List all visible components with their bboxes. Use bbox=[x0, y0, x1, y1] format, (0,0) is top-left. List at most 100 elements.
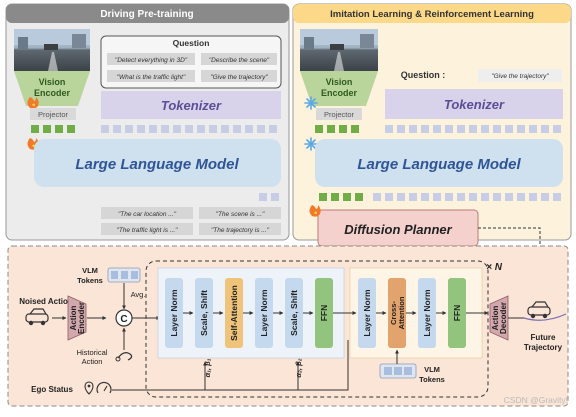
concat-label: C bbox=[120, 314, 127, 325]
right-projector bbox=[316, 108, 362, 120]
layer-norm-1 bbox=[165, 278, 183, 348]
left-panel-title: Driving Pre-training bbox=[100, 9, 193, 20]
action-encoder-label-2: Encoder bbox=[77, 302, 86, 334]
right-llm-label: Large Language Model bbox=[357, 156, 521, 173]
vlm-tokens-inner-label-2: Tokens bbox=[419, 375, 445, 384]
right-vision-encoder-label-2: Encoder bbox=[321, 88, 358, 98]
transformer-block bbox=[145, 260, 489, 398]
action-decoder bbox=[489, 295, 509, 341]
action-decoder-label: Action bbox=[491, 305, 500, 330]
layer-norm-3 bbox=[358, 278, 376, 348]
right-panel-title: Imitation Learning & Reinforcement Learn… bbox=[330, 9, 534, 20]
question-text: "Give the trajectory" bbox=[210, 74, 268, 81]
right-visual-tokens bbox=[315, 125, 359, 133]
left-question-title: Question bbox=[173, 38, 210, 48]
right-camera-image bbox=[300, 29, 378, 71]
left-llm bbox=[34, 139, 281, 187]
left-projector bbox=[30, 108, 76, 120]
fire-icon bbox=[27, 97, 39, 109]
right-question-text: "Give the trajectory" bbox=[491, 73, 549, 80]
layer-norm-label: Layer Norm bbox=[422, 289, 432, 337]
avg-label: Avg. bbox=[131, 290, 146, 299]
right-projector-label: Projector bbox=[324, 110, 355, 119]
right-tokenizer-label: Tokenizer bbox=[444, 97, 505, 112]
question-text: "Detect everything in 3D" bbox=[115, 57, 188, 64]
watermark: CSDN @Gravity! bbox=[504, 395, 568, 405]
right-panel: Imitation Learning & Reinforcement Learn… bbox=[292, 3, 572, 241]
ffn-label: FFN bbox=[452, 305, 462, 322]
layer-norm-4 bbox=[418, 278, 436, 348]
answer-text: "The trajectory is ..." bbox=[211, 227, 270, 234]
left-output-tokens bbox=[259, 193, 279, 201]
right-vision-encoder-label: Vision bbox=[326, 77, 353, 87]
repeat-label: × N bbox=[486, 262, 503, 273]
vlm-token-group bbox=[107, 267, 141, 283]
ffn-1 bbox=[315, 278, 333, 348]
vlm-token-group-inner bbox=[379, 363, 417, 379]
speedometer-icon bbox=[96, 381, 112, 394]
left-projector-label: Projector bbox=[38, 110, 69, 119]
vlm-tokens-inner-label: VLM bbox=[424, 365, 440, 374]
diffusion-planner: Diffusion Planner bbox=[317, 209, 479, 247]
right-llm bbox=[315, 139, 563, 187]
historical-action-label: Historical bbox=[77, 348, 108, 357]
fire-icon bbox=[309, 205, 321, 217]
ego-status-connector bbox=[112, 340, 349, 391]
snowflake-icon bbox=[304, 137, 318, 151]
right-vision-encoder bbox=[300, 71, 378, 106]
left-vision-encoder-label: Vision bbox=[39, 77, 66, 87]
left-tokenizer bbox=[101, 91, 281, 119]
right-question-label: Question : bbox=[401, 70, 446, 80]
car-icon bbox=[527, 301, 551, 319]
noised-action-label: Noised Action bbox=[19, 297, 73, 306]
ffn-label: FFN bbox=[319, 305, 329, 322]
left-text-tokens bbox=[101, 125, 277, 133]
scale-shift-1 bbox=[195, 278, 213, 348]
layer-norm-label: Layer Norm bbox=[259, 289, 269, 337]
scale-shift-label: Scale, Shift bbox=[199, 290, 209, 336]
question-text: "Describe the scene" bbox=[209, 57, 270, 64]
layer-norm-label: Layer Norm bbox=[362, 289, 372, 337]
cross-attention bbox=[388, 278, 406, 348]
answer-text: "The car location ..." bbox=[118, 211, 177, 218]
layer-norm-2 bbox=[255, 278, 273, 348]
right-output-tokens bbox=[319, 193, 561, 201]
scale-shift-2 bbox=[285, 278, 303, 348]
question-text: "What is the traffic light" bbox=[117, 74, 186, 81]
left-tokenizer-label: Tokenizer bbox=[161, 98, 222, 113]
vlm-tokens-label: VLM bbox=[82, 266, 98, 275]
bottom-panel: Noised Action Action Encoder VLM Tokens … bbox=[7, 245, 569, 407]
right-tokenizer bbox=[385, 89, 563, 119]
diffusion-planner-label: Diffusion Planner bbox=[344, 222, 452, 237]
ego-status-label: Ego Status bbox=[31, 385, 73, 394]
scale-shift-label: Scale, Shift bbox=[289, 290, 299, 336]
left-vision-encoder bbox=[14, 71, 90, 106]
action-encoder-label: Action bbox=[69, 305, 78, 330]
cross-attention-label: Cross- bbox=[389, 301, 398, 325]
self-attention bbox=[225, 278, 243, 348]
future-trajectory-curve bbox=[523, 313, 567, 321]
trajectory-icon bbox=[115, 352, 133, 362]
left-vision-encoder-label-2: Encoder bbox=[34, 88, 71, 98]
ffn-2 bbox=[448, 278, 466, 348]
action-encoder bbox=[67, 295, 87, 341]
left-panel: Driving Pre-training Vision Encoder Proj… bbox=[5, 3, 290, 241]
future-trajectory-label: Future bbox=[531, 333, 556, 342]
answer-text: "The scene is ..." bbox=[216, 211, 265, 218]
left-llm-label: Large Language Model bbox=[75, 156, 239, 173]
vlm-tokens-label-2: Tokens bbox=[77, 276, 103, 285]
self-attention-label: Self-Attention bbox=[229, 285, 239, 341]
snowflake-icon bbox=[304, 96, 318, 110]
answer-text: "The traffic light is ..." bbox=[117, 227, 179, 234]
layer-norm-label: Layer Norm bbox=[169, 289, 179, 337]
right-text-tokens bbox=[385, 125, 561, 133]
cross-attention-label-2: Attention bbox=[397, 296, 406, 329]
alpha-beta-2-label: α₂, β₂ bbox=[294, 358, 303, 377]
left-visual-tokens bbox=[31, 125, 75, 133]
action-decoder-label-2: Decoder bbox=[499, 302, 508, 334]
left-camera-image bbox=[14, 29, 90, 71]
car-icon bbox=[25, 308, 49, 326]
alpha-beta-1-label: α₁, β₁ bbox=[203, 358, 212, 377]
future-trajectory-label-2: Trajectory bbox=[524, 343, 563, 352]
